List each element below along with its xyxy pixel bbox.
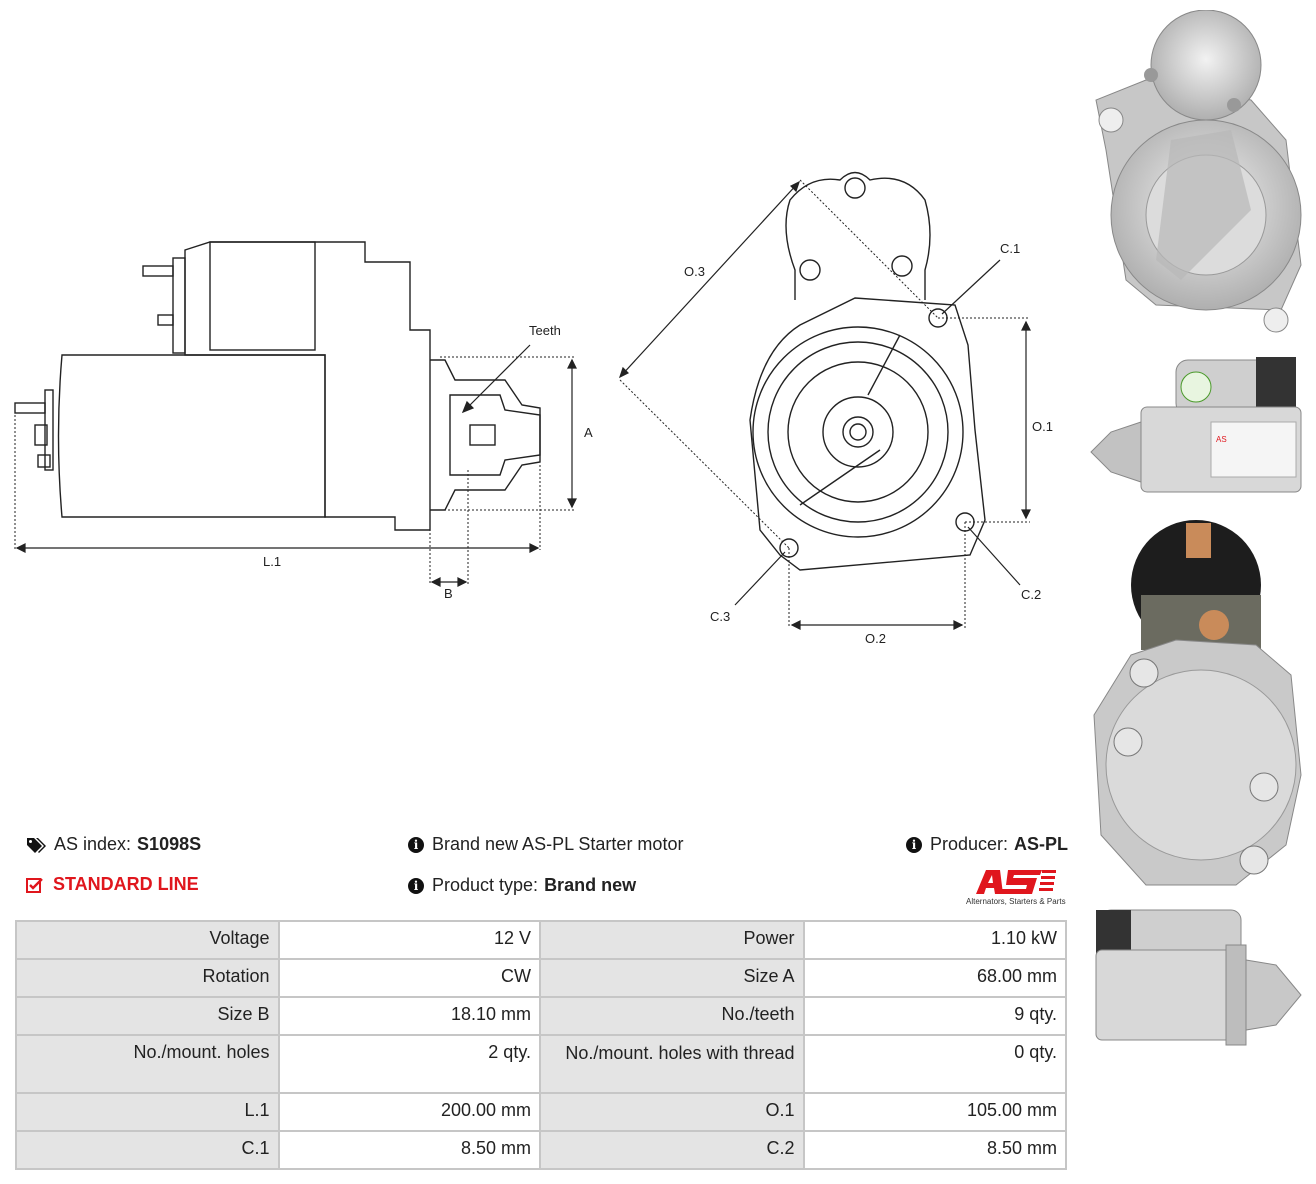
product-type-label: Product type: [432,875,539,895]
producer-value: AS-PL [1014,834,1069,854]
dimension-o3-label: O.3 [684,264,705,279]
spec-key: L.1 [15,1092,280,1132]
spec-key: C.1 [15,1130,280,1170]
dimension-o1-label: O.1 [1032,419,1053,434]
starter-side-photo[interactable] [1086,905,1308,1050]
teeth-label: Teeth [529,323,561,338]
spec-key: No./mount. holes [15,1034,280,1094]
spec-value: 200.00 mm [277,1092,542,1132]
product-type-row: i Product type: Brand new [408,875,636,896]
spec-value: 12 V [277,920,542,960]
product-type-value: Brand new [544,875,637,895]
producer-label: Producer: [930,834,1009,854]
spec-key: Size B [15,996,280,1036]
terminal-stud [142,265,174,277]
spec-value: CW [277,958,542,998]
starter-side-label-photo[interactable]: AS [1086,352,1308,504]
spec-value: 8.50 mm [802,1130,1068,1170]
dimension-c3-label: C.3 [710,609,730,624]
spec-key: Voltage [15,920,280,960]
spec-key: Rotation [15,958,280,998]
checkbox-checked-icon [26,877,43,893]
spec-key: Power [539,920,805,960]
spec-key: No./mount. holes with thread [539,1034,805,1094]
starter-rear-photo[interactable] [1086,515,1308,900]
product-description: Brand new AS-PL Starter motor [432,834,684,854]
logo-subtitle: Alternators, Starters & Parts [966,897,1066,906]
spec-value: 8.50 mm [277,1130,542,1170]
as-logo [976,870,1056,894]
spec-value: 105.00 mm [802,1092,1068,1132]
spec-key: Size A [539,958,805,998]
dimension-l1-label: L.1 [263,554,281,569]
spec-value: 9 qty. [802,996,1068,1036]
starter-front-photo[interactable] [1086,10,1308,345]
spec-key: C.2 [539,1130,805,1170]
producer-row: i Producer: AS-PL [906,834,1068,855]
tags-icon [27,837,46,853]
dimension-b-label: B [444,586,453,601]
dimension-c1-label: C.1 [1000,241,1020,256]
standard-line-label: STANDARD LINE [53,874,199,894]
info-icon: i [408,836,424,853]
spec-key: No./teeth [539,996,805,1036]
spec-key: O.1 [539,1092,805,1132]
description-row: i Brand new AS-PL Starter motor [408,834,683,855]
spec-value: 68.00 mm [802,958,1068,998]
spec-value: 0 qty. [802,1034,1068,1094]
info-icon: i [408,877,424,894]
as-index-label: AS index: [54,834,132,854]
dimension-a-label: A [584,425,593,440]
side-view-drawing: Teeth A L.1 B [14,241,593,601]
spec-value: 2 qty. [277,1034,542,1094]
as-index-value: S1098S [137,834,202,854]
dimension-o2-label: O.2 [865,631,886,646]
front-view-drawing: O.3 C.1 O.1 C.2 C.3 O.2 [618,171,1053,646]
svg-text:AS: AS [1216,435,1227,444]
standard-line-row: STANDARD LINE [26,874,199,895]
dimension-c2-label: C.2 [1021,587,1041,602]
spec-value: 18.10 mm [277,996,542,1036]
spec-value: 1.10 kW [802,920,1068,960]
info-icon: i [906,836,922,853]
as-index-row: AS index: S1098S [26,834,201,855]
